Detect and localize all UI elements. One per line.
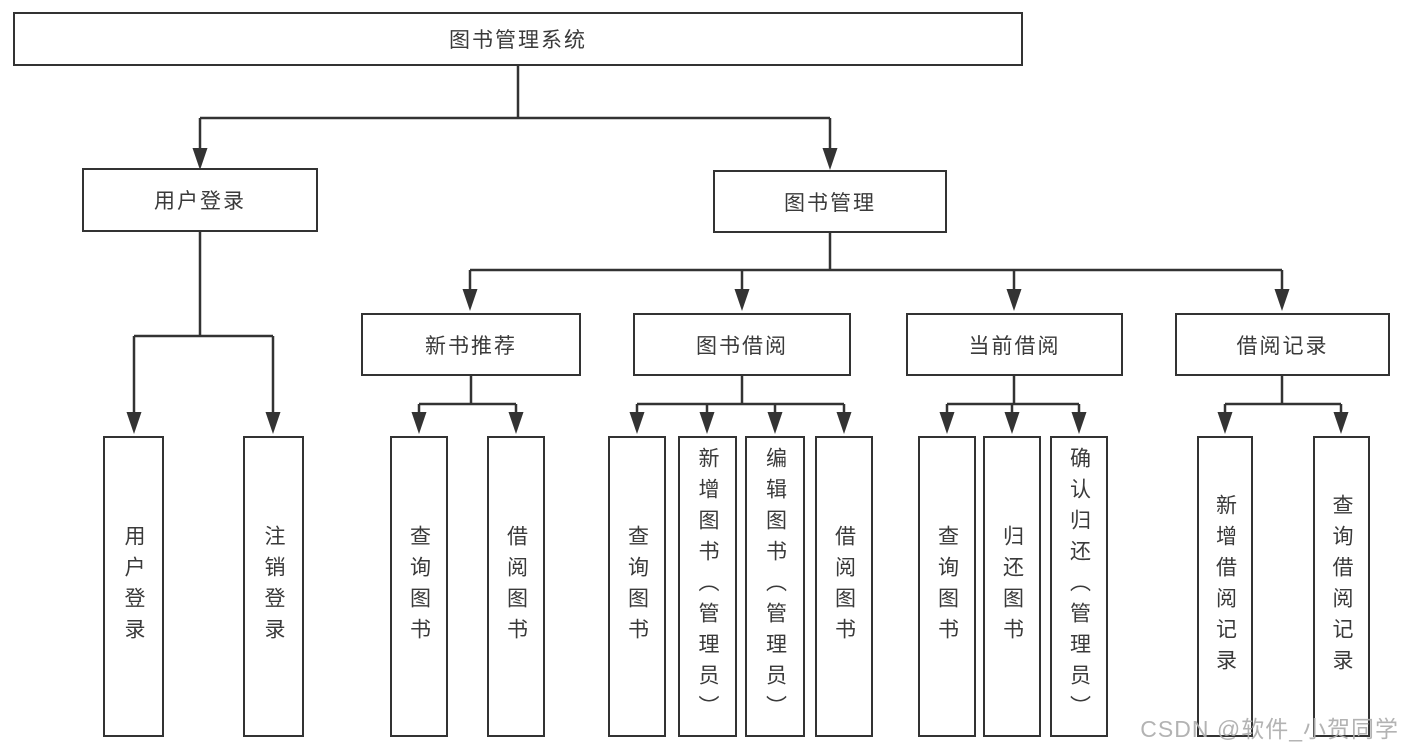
leaf-return-books: 归还图书 (983, 436, 1041, 737)
leaf-borrow-books-recommend: 借阅图书 (487, 436, 545, 737)
leaf-add-books-admin: 新增图书（管理员） (678, 436, 737, 737)
leaf-query-books-current: 查询图书 (918, 436, 976, 737)
leaf-confirm-return-admin: 确认归还（管理员） (1050, 436, 1108, 737)
leaf-edit-books-admin: 编辑图书（管理员） (745, 436, 805, 737)
leaf-logout: 注销登录 (243, 436, 304, 737)
node-book-borrow: 图书借阅 (633, 313, 851, 376)
node-library-system: 图书管理系统 (13, 12, 1023, 66)
leaf-user-login: 用户登录 (103, 436, 164, 737)
node-current-borrow: 当前借阅 (906, 313, 1123, 376)
leaf-query-books-borrow: 查询图书 (608, 436, 666, 737)
arrowhead-icons (126, 148, 1349, 434)
node-borrow-records: 借阅记录 (1175, 313, 1390, 376)
leaf-query-borrow-record: 查询借阅记录 (1313, 436, 1370, 737)
csdn-watermark: CSDN @软件_小贺同学 (1140, 716, 1399, 742)
leaf-add-borrow-record: 新增借阅记录 (1197, 436, 1253, 737)
leaf-query-books-recommend: 查询图书 (390, 436, 448, 737)
node-book-management: 图书管理 (713, 170, 947, 233)
node-user-login: 用户登录 (82, 168, 318, 232)
leaf-borrow-books: 借阅图书 (815, 436, 873, 737)
node-new-book-recommend: 新书推荐 (361, 313, 581, 376)
